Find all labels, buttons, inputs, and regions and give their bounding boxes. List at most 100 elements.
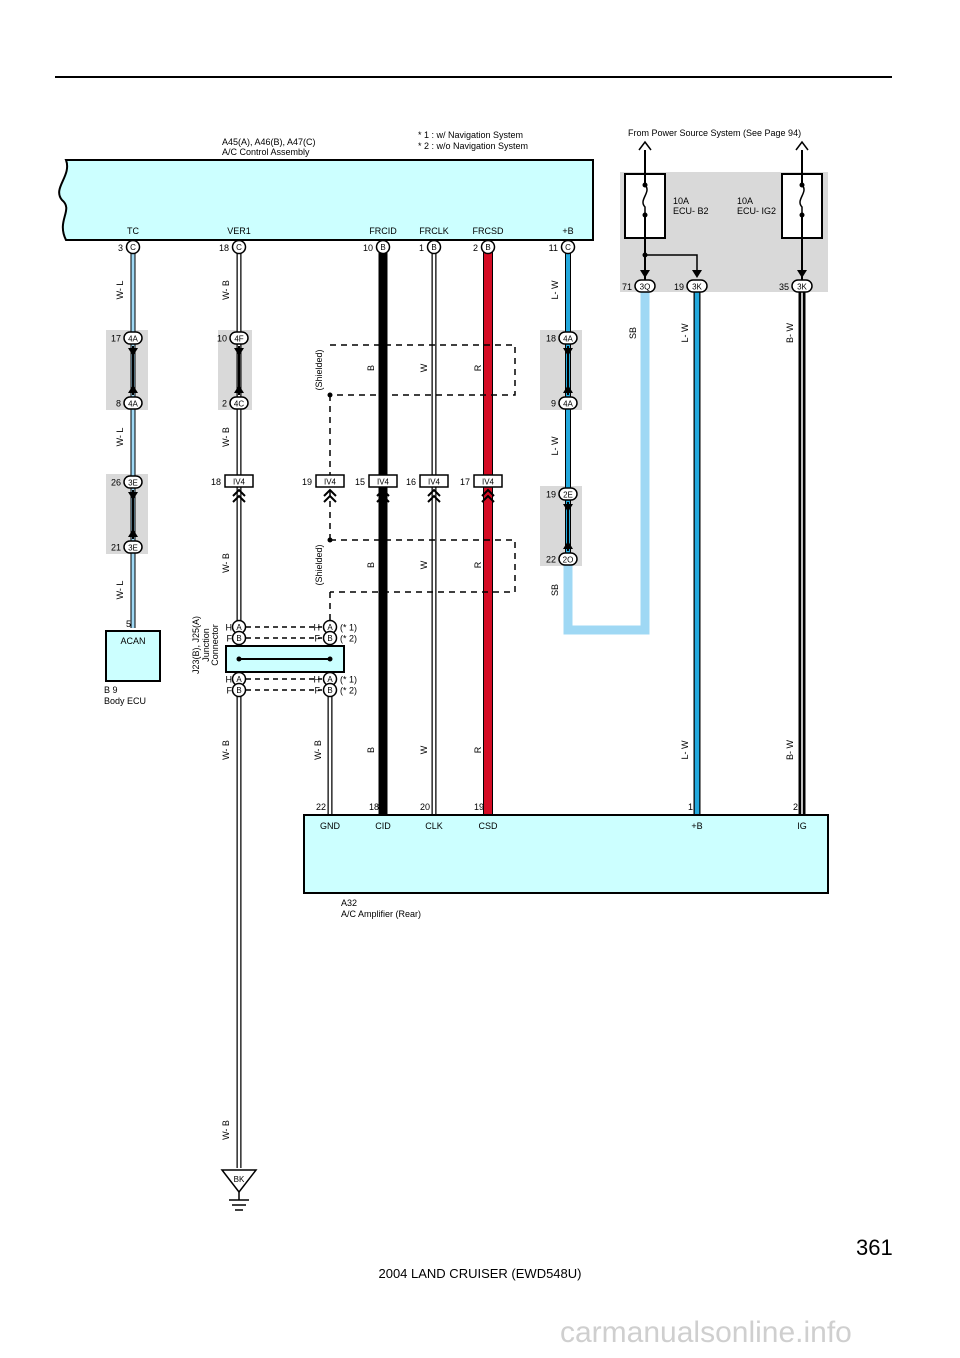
junction-pin-number: 19 [546, 490, 556, 500]
iv4-connector-shape [224, 474, 254, 488]
wire-label-wb: W- B [221, 427, 231, 447]
fuse2-element [799, 184, 805, 215]
top-pin-connector-shape [231, 239, 247, 255]
junction-pin-number: 17 [111, 334, 121, 344]
junction-connector-shape [558, 331, 578, 345]
wire-label-wb: W- B [313, 740, 323, 760]
jc-left-letter: H [226, 675, 233, 685]
fuse-pin-connector-shape [634, 279, 656, 293]
jc-left-letter: F [227, 634, 233, 644]
ac-amplifier-rear-box [303, 814, 829, 894]
wire-label-lw: L- W [680, 323, 690, 343]
junction-pin-number: 18 [546, 334, 556, 344]
iv4-connector-shape [473, 474, 503, 488]
jc-word2: Connector [210, 624, 220, 666]
body-ecu-id: B 9 [104, 685, 118, 695]
top-pin-connector-shape [426, 239, 442, 255]
jc-right-letter: F [315, 686, 321, 696]
amp-pin-name: CID [375, 821, 391, 831]
fuse-pin-number: 71 [622, 282, 632, 292]
junction-connector-shape [229, 396, 249, 410]
junction-connector: 3E [128, 479, 138, 488]
wire-sb [563, 290, 650, 635]
jc-option-note: (* 1) [340, 623, 357, 633]
top-pin-connector: B [380, 243, 385, 252]
top-pin-name: FRCID [369, 226, 397, 236]
junction-connector: 4C [234, 400, 244, 409]
wire-label-w: W [419, 560, 429, 569]
shield-lower [329, 490, 516, 620]
jc-option-note: (* 1) [340, 675, 357, 685]
jc-right-pin: A [327, 623, 333, 632]
top-component-name: A/C Control Assembly [222, 147, 310, 157]
jc-left-pin: A [236, 675, 242, 684]
wire-label-w: W [419, 363, 429, 372]
ground-label: BK [234, 1175, 245, 1184]
top-pin-connector: B [485, 243, 490, 252]
top-pin-name: FRCLK [419, 226, 449, 236]
acan-box [105, 630, 161, 682]
wire-label-sb: SB [628, 327, 638, 339]
top-pin-name: TC [127, 226, 139, 236]
jc-right-pin: B [327, 634, 332, 643]
iv4-pin-number: 18 [211, 477, 221, 487]
amp-pin-name: +B [691, 821, 702, 831]
jc-ids: J23(B), J25(A) [191, 616, 201, 674]
iv4-pin-number: 19 [302, 477, 312, 487]
top-pin-connector-shape [480, 239, 496, 255]
wire-label-wl: W- L [115, 581, 125, 600]
ac-control-assembly-box [58, 159, 594, 241]
wire-label-b: B [366, 562, 376, 568]
note-2: * 2 : w/o Navigation System [418, 141, 528, 151]
page-number: 361 [856, 1235, 893, 1260]
amp-pin-number: 1 [688, 802, 693, 812]
jc-right-pin: A [327, 675, 333, 684]
acan-label: ACAN [120, 636, 145, 646]
junction-connector: 2O [563, 556, 574, 565]
top-pin-name: FRCSD [473, 226, 504, 236]
jc-left-pin-shape [231, 682, 247, 698]
fuse-pin-number: 35 [779, 282, 789, 292]
top-pin-connector: C [565, 243, 571, 252]
junction-connector-shape [558, 396, 578, 410]
fuse-pin-connector: 3K [797, 283, 807, 292]
ground-symbol [220, 1169, 258, 1194]
junction-pin-number: 9 [551, 399, 556, 409]
wire-label-sb: SB [550, 584, 560, 596]
top-pin-number: 3 [118, 243, 123, 253]
top-pin-connector: C [236, 243, 242, 252]
top-pin-connector-shape [375, 239, 391, 255]
iv4-connector: IV4 [324, 478, 337, 487]
wire-label-bw: B- W [785, 322, 795, 343]
wire-label-r: R [473, 364, 483, 371]
junction-pin-number: 26 [111, 478, 121, 488]
fuse-pin-connector: 3Q [640, 283, 651, 292]
jc-left-letter: H [226, 623, 233, 633]
iv4-pin-number: 17 [460, 477, 470, 487]
wire-label-r: R [473, 561, 483, 568]
wire-label-wl: W- L [115, 281, 125, 300]
fuse-pin-connector: 3K [692, 283, 702, 292]
junction-connector: 4A [128, 400, 138, 409]
amp-pin-number: 19 [474, 802, 484, 812]
jc-right-pin: B [327, 686, 332, 695]
junction-pin-number: 10 [217, 334, 227, 344]
junction-connector: 4A [128, 335, 138, 344]
fuse1-name: ECU- B2 [673, 206, 709, 216]
iv4-pin-number: 16 [406, 477, 416, 487]
top-pin-number: 2 [473, 243, 478, 253]
note-1: * 1 : w/ Navigation System [418, 130, 523, 140]
iv4-connector-shape [368, 474, 398, 488]
wire-label-wb: W- B [221, 553, 231, 573]
jc-left-pin: B [236, 634, 241, 643]
wire-label-wb: W- B [221, 280, 231, 300]
amp-pin-number: 18 [369, 802, 379, 812]
jc-right-letter: H [314, 623, 321, 633]
amp-pin-name: GND [320, 821, 341, 831]
junction-connector-shape [229, 331, 249, 345]
shield-upper [329, 344, 516, 480]
junction-connector-shape [558, 552, 578, 566]
amp-name: A/C Amplifier (Rear) [341, 909, 421, 919]
top-pin-number: 11 [549, 243, 558, 253]
